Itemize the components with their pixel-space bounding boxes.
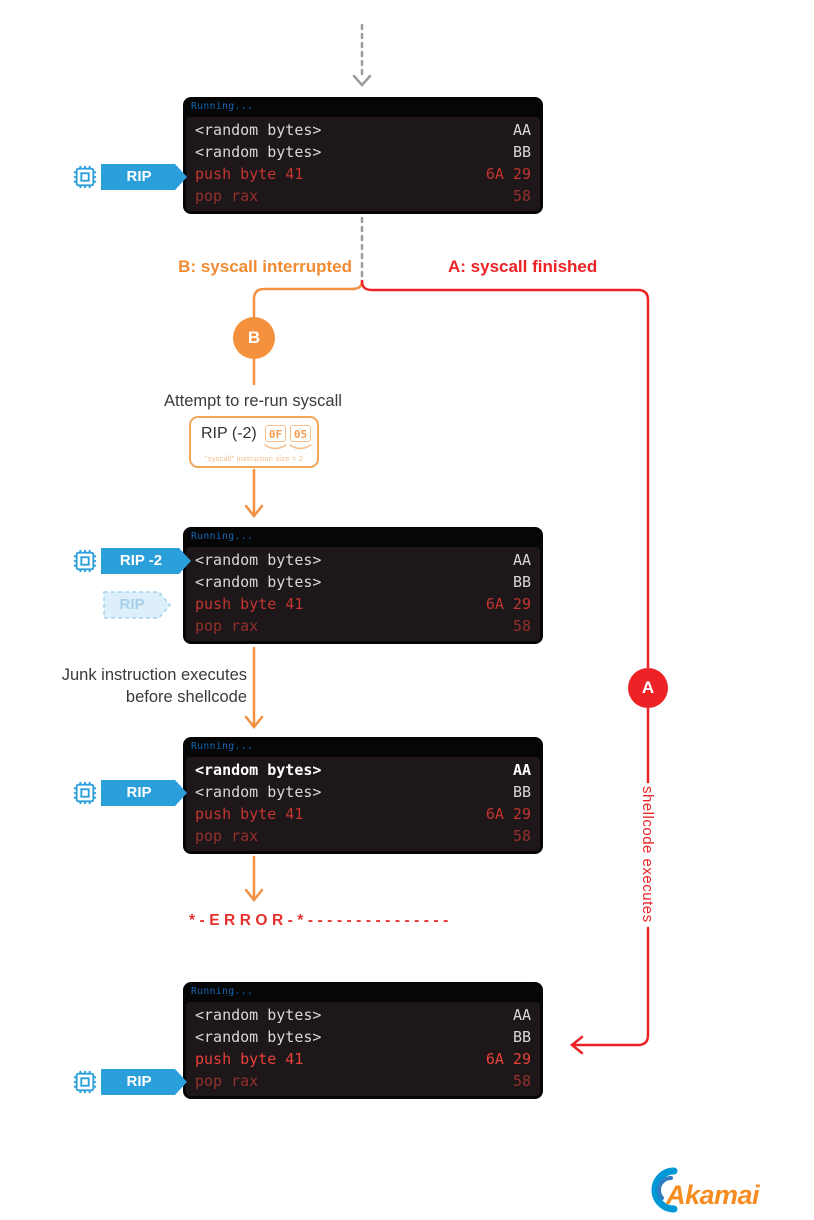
terminal-body: <random bytes> AA <random bytes> BB push byt…: [186, 757, 540, 851]
terminal-window-1: Running... <random bytes>AA<random bytes…: [183, 97, 543, 214]
terminal-line: push byte 41 6A 29: [195, 803, 531, 825]
terminal-status-text: Running...: [191, 986, 254, 997]
rip-minus-2-box: RIP (-2) 0F 05 "syscall" instruction siz…: [189, 416, 319, 468]
error-label: *-ERROR-*---------------: [189, 912, 453, 929]
instruction-text: pop rax: [195, 617, 259, 635]
rip-tag-label: RIP: [126, 1073, 152, 1090]
terminal-line: push byte 41 6A 29: [195, 593, 531, 615]
instruction-bytes: 58: [512, 1072, 531, 1090]
terminal-titlebar: Running...: [183, 982, 543, 1002]
terminal-line: pop rax 58: [195, 1070, 531, 1092]
terminal-line: push byte 41 6A 29: [195, 1048, 531, 1070]
terminal-line: <random bytes> AA: [195, 759, 531, 781]
instruction-text: push byte 41: [195, 805, 304, 823]
instruction-text: <random bytes>: [195, 121, 322, 139]
instruction-bytes: BB: [512, 573, 531, 591]
rip-minus-2-label: RIP -2: [119, 552, 163, 569]
terminal-body: <random bytes> AA <random bytes> BB push byt…: [186, 117, 540, 211]
instruction-bytes: AA: [512, 121, 531, 139]
instruction-bytes: AA: [512, 1006, 531, 1024]
instruction-bytes: BB: [512, 143, 531, 161]
instruction-bytes: AA: [512, 761, 531, 779]
akamai-logo: Akamai: [640, 1164, 800, 1216]
branch-b-label: B: syscall interrupted: [178, 257, 352, 276]
rip-faded-label: RIP: [119, 596, 145, 613]
rerun-syscall-title: Attempt to re-run syscall: [164, 392, 342, 410]
cpu-icon: [73, 781, 97, 805]
rip-tag-label: RIP: [126, 784, 152, 801]
cpu-icon: [73, 1070, 97, 1094]
terminal-body: <random bytes> AA <random bytes> BB push byt…: [186, 547, 540, 641]
instruction-text: <random bytes>: [195, 1028, 322, 1046]
syscall-size-caption: "syscall" instruction size = 2: [204, 454, 304, 463]
terminal-line: <random bytes> BB: [195, 141, 531, 163]
instruction-text: pop rax: [195, 1072, 259, 1090]
terminal-line: <random bytes> AA: [195, 1004, 531, 1026]
cpu-icon: [73, 165, 97, 189]
instruction-bytes: BB: [512, 783, 531, 801]
shellcode-executes-label: shellcode executes: [639, 786, 656, 923]
instruction-bytes: 6A 29: [485, 1050, 531, 1068]
syscall-byte-05: 05: [290, 425, 311, 442]
terminal-line: <random bytes> BB: [195, 781, 531, 803]
rip-tag-terminal-3: RIP: [101, 780, 187, 806]
badge-b: B: [233, 317, 275, 359]
terminal-line: <random bytes> AA: [195, 119, 531, 141]
byte-underline-arcs: [264, 444, 312, 450]
syscall-byte-0f: 0F: [265, 425, 286, 442]
terminal-titlebar: Running...: [183, 97, 543, 117]
cpu-icon: [73, 549, 97, 573]
branch-a-label: A: syscall finished: [448, 257, 598, 276]
instruction-bytes: 6A 29: [485, 805, 531, 823]
rip-tag-terminal-1: RIP: [101, 164, 187, 190]
instruction-text: push byte 41: [195, 595, 304, 613]
junk-instruction-line2: before shellcode: [125, 688, 247, 706]
rip-minus-2-tag: RIP -2: [101, 548, 191, 574]
junk-instruction-line1: Junk instruction executes: [61, 666, 247, 684]
terminal-status-text: Running...: [191, 531, 254, 542]
rip-tag-label: RIP: [126, 168, 152, 185]
entry-dashed-arrow: [352, 23, 372, 87]
instruction-text: pop rax: [195, 827, 259, 845]
terminal-line: <random bytes> BB: [195, 1026, 531, 1048]
branch-a-path: [360, 279, 650, 1055]
terminal-titlebar: Running...: [183, 737, 543, 757]
instruction-bytes: 6A 29: [485, 595, 531, 613]
instruction-text: <random bytes>: [195, 551, 322, 569]
terminal-line: <random bytes> BB: [195, 571, 531, 593]
instruction-text: <random bytes>: [195, 1006, 322, 1024]
rip-box-label: RIP (-2): [201, 425, 257, 442]
akamai-wave-icon: [651, 1167, 678, 1213]
terminal-window-3: Running... <random bytes>AA<random bytes…: [183, 737, 543, 854]
terminal-body: <random bytes> AA <random bytes> BB push byt…: [186, 1002, 540, 1096]
terminal-titlebar: Running...: [183, 527, 543, 547]
badge-a: A: [628, 668, 668, 708]
instruction-text: <random bytes>: [195, 143, 322, 161]
instruction-text: <random bytes>: [195, 573, 322, 591]
instruction-bytes: 58: [512, 827, 531, 845]
instruction-bytes: 58: [512, 187, 531, 205]
instruction-text: push byte 41: [195, 165, 304, 183]
instruction-text: push byte 41: [195, 1050, 304, 1068]
terminal-status-text: Running...: [191, 741, 254, 752]
terminal-line: pop rax 58: [195, 615, 531, 637]
instruction-bytes: 6A 29: [485, 165, 531, 183]
rip-tag-terminal-4: RIP: [101, 1069, 187, 1095]
akamai-logo-text: Akamai: [666, 1180, 760, 1210]
terminal-status-text: Running...: [191, 101, 254, 112]
terminal-line: pop rax 58: [195, 825, 531, 847]
terminal-line: <random bytes> AA: [195, 549, 531, 571]
terminal-line: pop rax 58: [195, 185, 531, 207]
terminal-line: push byte 41 6A 29: [195, 163, 531, 185]
terminal-window-2: Running... <random bytes>AA<random bytes…: [183, 527, 543, 644]
terminal-window-4: Running... <random bytes>AA<random bytes…: [183, 982, 543, 1099]
instruction-bytes: AA: [512, 551, 531, 569]
instruction-text: <random bytes>: [195, 761, 322, 779]
instruction-bytes: BB: [512, 1028, 531, 1046]
junk-instruction-text: Junk instruction executes before shellco…: [0, 664, 247, 708]
rip-faded-tag: RIP: [104, 592, 160, 618]
instruction-text: <random bytes>: [195, 783, 322, 801]
instruction-text: pop rax: [195, 187, 259, 205]
instruction-bytes: 58: [512, 617, 531, 635]
